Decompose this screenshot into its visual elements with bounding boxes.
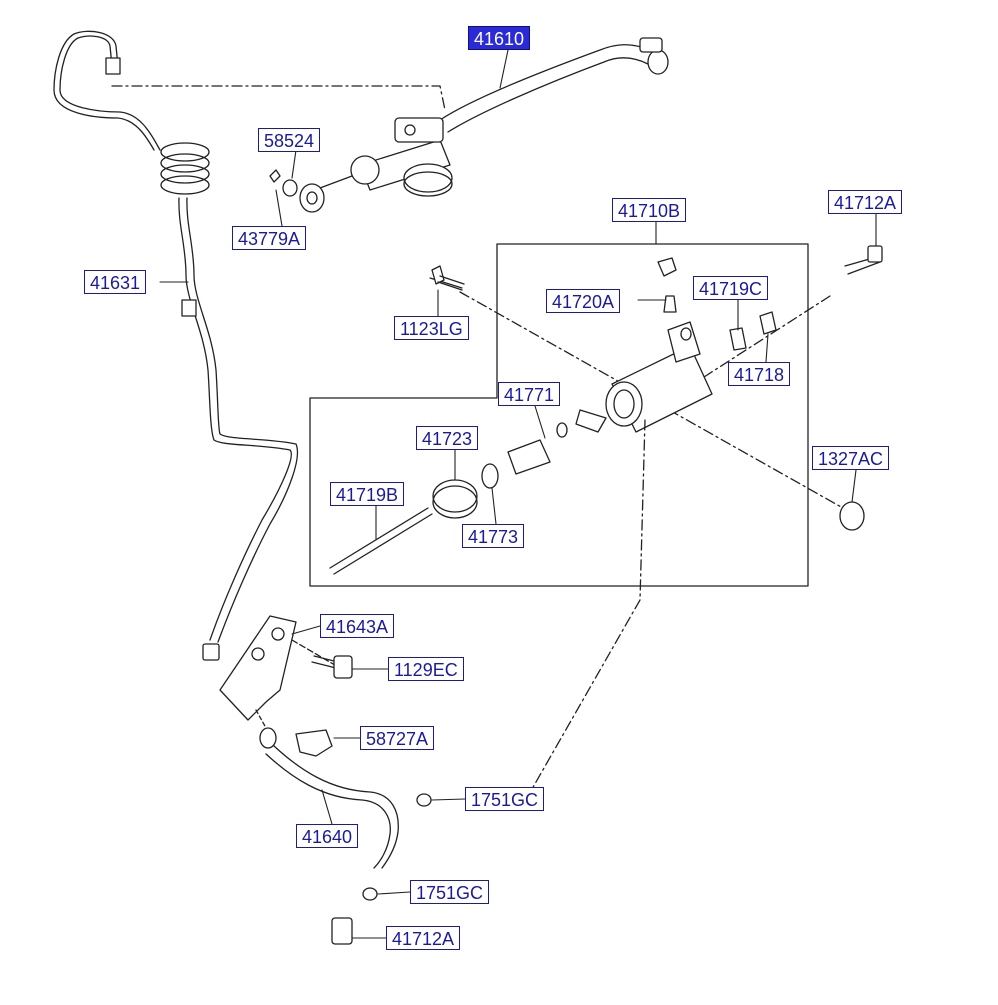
part-label-1327AC[interactable]: 1327AC [812, 446, 890, 470]
part-label-41640[interactable]: 41640 [296, 824, 359, 848]
master-cylinder [111, 37, 669, 213]
part-label-41771[interactable]: 41771 [498, 382, 561, 406]
part-label-41712A-bottom[interactable]: 41712A [386, 926, 461, 950]
part-label-41773[interactable]: 41773 [462, 524, 525, 548]
part-label-41718[interactable]: 41718 [728, 362, 791, 386]
part-label-1751GC-a[interactable]: 1751GC [465, 787, 545, 811]
part-label-41710B[interactable]: 41710B [612, 198, 687, 222]
part-label-1123LG[interactable]: 1123LG [394, 316, 469, 340]
part-label-58524[interactable]: 58524 [258, 128, 321, 152]
part-label-41720A[interactable]: 41720A [546, 289, 621, 313]
part-label-41712A-top[interactable]: 41712A [828, 190, 903, 214]
part-label-41723[interactable]: 41723 [416, 426, 479, 450]
leader-lines [159, 49, 877, 939]
clutch-pipe-41631 [53, 30, 298, 661]
assembly-box-41710B [309, 243, 809, 587]
part-label-58727A[interactable]: 58727A [360, 726, 435, 750]
part-label-1751GC-b[interactable]: 1751GC [410, 880, 490, 904]
part-label-41719C[interactable]: 41719C [693, 276, 769, 300]
part-label-41719B[interactable]: 41719B [330, 482, 405, 506]
part-label-41643A[interactable]: 41643A [320, 614, 395, 638]
bracket-hose [219, 615, 432, 945]
part-label-1129EC[interactable]: 1129EC [388, 657, 464, 681]
part-label-43779A[interactable]: 43779A [232, 226, 307, 250]
release-cylinder [329, 245, 883, 811]
part-label-41610[interactable]: 41610 [468, 26, 531, 50]
part-label-41631[interactable]: 41631 [84, 270, 147, 294]
